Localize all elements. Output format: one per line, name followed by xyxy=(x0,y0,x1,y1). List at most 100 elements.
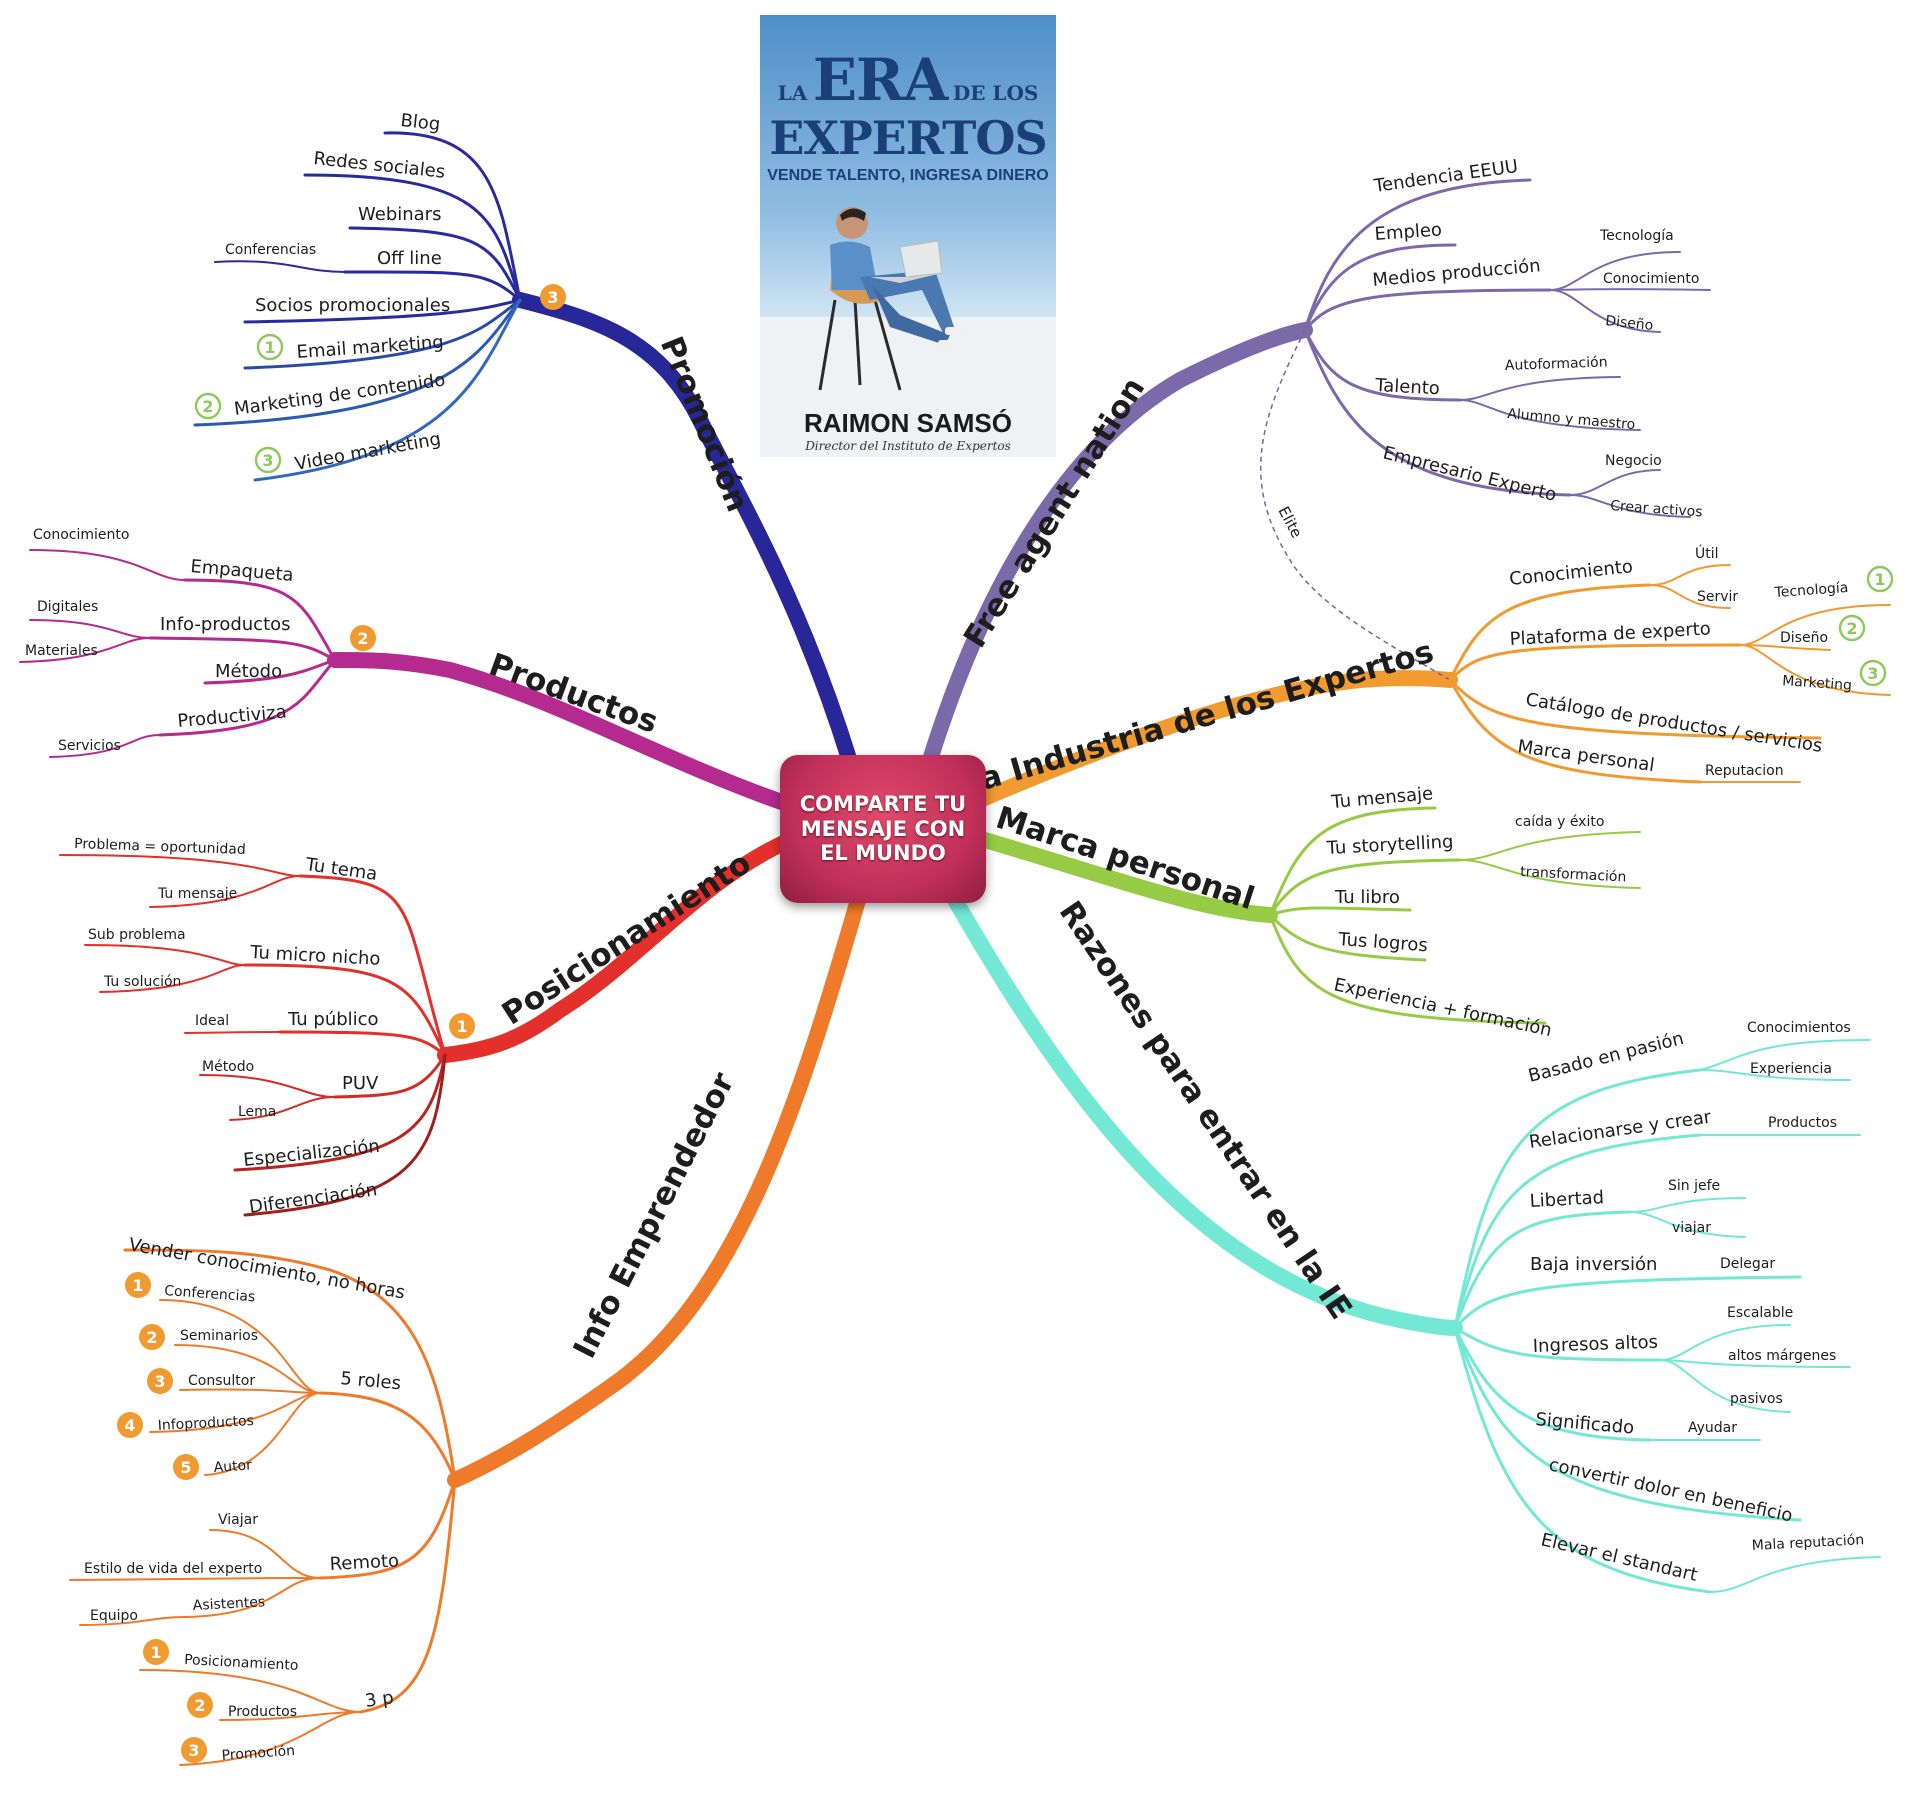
badge-p-2: 2 xyxy=(187,1692,213,1718)
badge-email-1: 1 xyxy=(256,333,284,361)
central-topic-text: COMPARTE TU MENSAJE CON EL MUNDO xyxy=(799,791,967,866)
book-title-la: LA xyxy=(777,81,808,105)
posicionamiento-main-branch xyxy=(437,832,798,1063)
leaf-transformacion: transformación xyxy=(1520,864,1627,886)
book-title-era: ERA xyxy=(812,46,948,114)
leaf-ideal: Ideal xyxy=(195,1013,229,1029)
promocion-sub-branches xyxy=(193,131,522,482)
leaf-tu-storytelling: Tu storytelling xyxy=(1325,831,1454,859)
main-branches xyxy=(327,292,1463,1488)
free-main-branch xyxy=(922,322,1313,768)
svg-text:1: 1 xyxy=(1874,570,1885,589)
leaf-especializacion: Especialización xyxy=(242,1136,380,1171)
leaf-escalable: Escalable xyxy=(1727,1305,1793,1321)
book-subtitle: VENDE TALENTO, INGRESA DINERO xyxy=(767,167,1049,184)
badge-promocion-3: 3 xyxy=(540,284,566,310)
badge-posicionamiento-1: 1 xyxy=(449,1013,475,1039)
productos-sub-branches xyxy=(19,549,337,758)
leaf-conocimiento-ind: Conocimiento xyxy=(1508,556,1634,590)
leaf-conocimientos: Conocimientos xyxy=(1747,1020,1851,1036)
leaf-lema: Lema xyxy=(238,1104,276,1120)
leaf-metodo-p: Método xyxy=(215,661,282,682)
leaf-mala-reputacion: Mala reputación xyxy=(1751,1532,1864,1554)
leaf-asistentes: Asistentes xyxy=(192,1594,265,1614)
leaf-info-productos: Info-productos xyxy=(160,614,291,635)
leaf-tu-solucion: Tu solución xyxy=(103,974,181,990)
leaf-negocio: Negocio xyxy=(1605,453,1662,469)
posicionamiento-leaves: Tu tema Problema = oportunidad Tu mensaj… xyxy=(74,836,381,1218)
leaf-tu-publico: Tu público xyxy=(287,1009,379,1030)
free-leaves: Tendencia EEUU Empleo Medios producción … xyxy=(1274,156,1703,541)
info-emprendedor-label: Info Emprendedor xyxy=(566,1066,742,1364)
svg-text:1: 1 xyxy=(132,1276,143,1295)
leaf-significado: Significado xyxy=(1535,1409,1635,1439)
leaf-sub-problema: Sub problema xyxy=(88,927,186,943)
leaf-libertad: Libertad xyxy=(1529,1187,1604,1212)
leaf-altos-margenes: altos márgenes xyxy=(1728,1348,1836,1364)
leaf-alumno-y-maestro: Alumno y maestro xyxy=(1507,406,1636,433)
badge-role-5: 5 xyxy=(173,1454,199,1480)
marca-sub-branches xyxy=(1268,806,1641,1025)
leaf-autoformacion: Autoformación xyxy=(1505,354,1608,374)
leaf-experiencia-r: Experiencia xyxy=(1750,1061,1832,1077)
book-author-title: Director del Instituto de Expertos xyxy=(805,439,1011,453)
marca-main-branch xyxy=(977,832,1278,923)
leaf-servicios: Servicios xyxy=(58,738,121,754)
leaf-webinars: Webinars xyxy=(358,204,441,225)
leaf-remoto: Remoto xyxy=(329,1550,399,1575)
leaf-caida-y-exito: caída y éxito xyxy=(1515,814,1604,830)
leaf-off-line: Off line xyxy=(377,248,442,269)
leaf-tu-libro: Tu libro xyxy=(1334,887,1400,908)
svg-text:3: 3 xyxy=(547,288,558,307)
leaf-blog: Blog xyxy=(399,110,441,135)
leaf-diseno-f: Diseño xyxy=(1605,313,1654,334)
badge-marketing-3: 3 xyxy=(1859,659,1887,687)
leaf-reputacion: Reputacion xyxy=(1705,763,1784,779)
svg-text:4: 4 xyxy=(124,1416,135,1435)
leaf-promocion-i: Promoción xyxy=(221,1743,295,1764)
leaf-sin-jefe: Sin jefe xyxy=(1668,1178,1720,1194)
leaf-puv: PUV xyxy=(342,1073,379,1094)
badge-role-3: 3 xyxy=(147,1368,173,1394)
leaf-medios-produccion: Medios producción xyxy=(1372,255,1542,291)
leaf-tu-tema: Tu tema xyxy=(303,854,378,885)
leaf-util: Útil xyxy=(1695,544,1719,562)
info-sub-branches xyxy=(69,1248,457,1766)
svg-text:3: 3 xyxy=(262,451,273,470)
leaf-viajar-r: viajar xyxy=(1672,1220,1711,1236)
posicionamiento-label: Posicionamiento xyxy=(496,845,758,1032)
book-author: RAIMON SAMSÓ xyxy=(804,408,1012,438)
leaf-pasivos: pasivos xyxy=(1730,1391,1783,1407)
leaf-marketing-contenido: Marketing de contenido xyxy=(233,370,447,420)
leaf-convertir-dolor: convertir dolor en beneficio xyxy=(1547,1454,1795,1526)
razones-main-branch xyxy=(947,892,1463,1336)
leaf-ingresos-altos: Ingresos altos xyxy=(1532,1332,1658,1357)
leaf-conocimiento-p: Conocimiento xyxy=(33,527,129,543)
leaf-crear-activos: Crear activos xyxy=(1610,498,1703,520)
svg-text:5: 5 xyxy=(180,1458,191,1477)
svg-text:2: 2 xyxy=(146,1328,157,1347)
badge-tecnologia-1: 1 xyxy=(1866,565,1894,593)
razones-sub-branches xyxy=(1453,1039,1881,1594)
leaf-productos-i: Productos xyxy=(228,1704,297,1720)
svg-text:3: 3 xyxy=(188,1741,199,1760)
productos-main-branch xyxy=(327,652,798,813)
posicionamiento-sub-branches xyxy=(59,854,447,1217)
leaf-5-roles: 5 roles xyxy=(340,1368,402,1394)
leaf-productos-r: Productos xyxy=(1768,1115,1837,1131)
book-cover-illustration xyxy=(760,207,1056,457)
badge-productos-2: 2 xyxy=(350,625,376,651)
svg-text:1: 1 xyxy=(456,1017,467,1036)
leaf-3p: 3 p xyxy=(364,1687,395,1712)
leaf-consultor: Consultor xyxy=(188,1373,255,1389)
book-title-expertos: EXPERTOS xyxy=(769,111,1047,165)
leaf-ayudar: Ayudar xyxy=(1688,1420,1737,1436)
badge-diseno-2: 2 xyxy=(1838,614,1866,642)
elite-dashed-connector xyxy=(1259,329,1451,681)
leaf-talento: Talento xyxy=(1374,375,1441,399)
leaf-problema-oportunidad: Problema = oportunidad xyxy=(74,836,246,858)
badge-p-3: 3 xyxy=(181,1737,207,1763)
book-title-line1: LA ERA DE LOS xyxy=(760,51,1056,109)
industria-leaves: Conocimiento Útil Servir Plataforma de e… xyxy=(1508,544,1852,779)
